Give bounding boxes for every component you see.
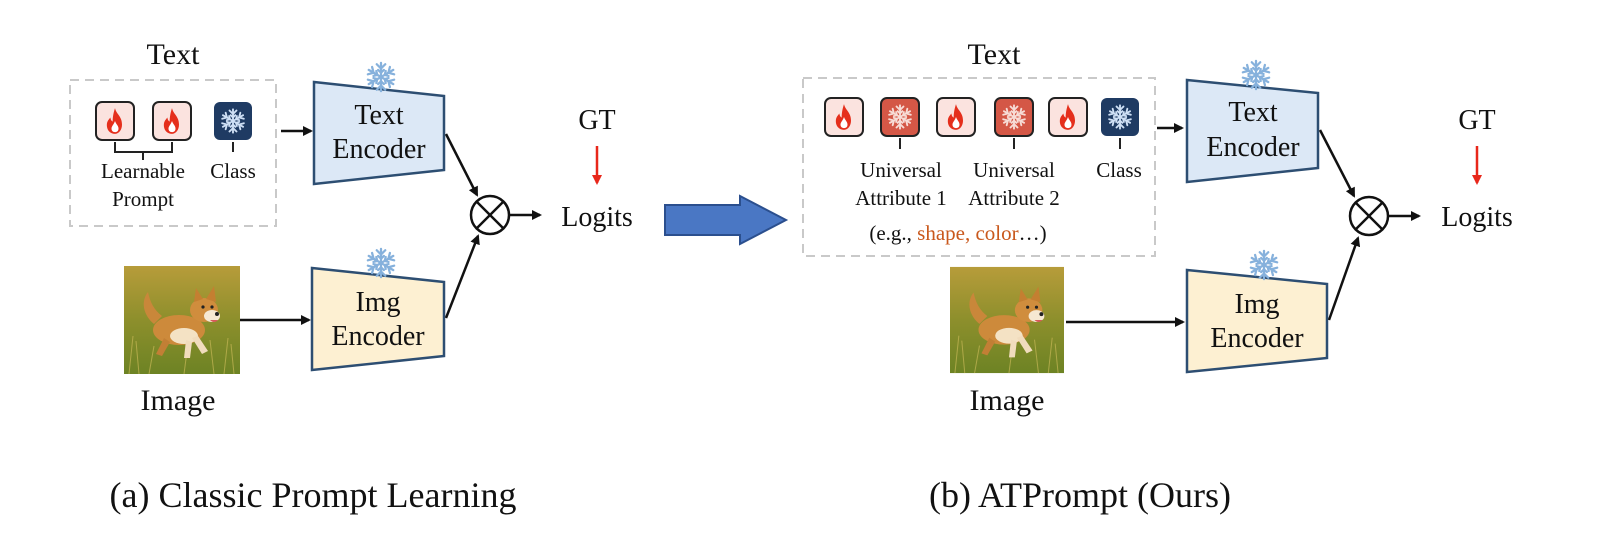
img-encoder: Img Encoder xyxy=(1185,251,1329,374)
learnable-token-2 xyxy=(936,97,976,137)
arrow-image-feature xyxy=(444,234,480,319)
panel-atprompt: Text Universal Attr xyxy=(802,38,1513,515)
learnable-token-1 xyxy=(824,97,864,137)
logits-label: Logits xyxy=(1441,202,1513,233)
circled-times-icon xyxy=(1348,195,1390,237)
svg-text:Img: Img xyxy=(1234,289,1279,320)
arrow-image-feature xyxy=(1327,236,1361,321)
img-encoder: Img Encoder xyxy=(310,249,446,372)
text-input-group xyxy=(802,77,1156,257)
learnable-bracket xyxy=(114,142,173,153)
svg-text:Encoder: Encoder xyxy=(332,134,426,165)
class-label: Class xyxy=(1096,158,1142,182)
arrow-text-feature xyxy=(444,133,479,197)
learnable-prompt-label-line2: Prompt xyxy=(112,187,174,211)
text-encoder: Text Encoder xyxy=(312,63,446,186)
caption-a: (a) Classic Prompt Learning xyxy=(110,475,517,515)
transition-arrow xyxy=(664,194,789,246)
caption-b: (b) ATPrompt (Ours) xyxy=(929,475,1231,515)
learnable-prompt-label-line1: Learnable xyxy=(101,159,185,183)
snowflake-icon xyxy=(1250,251,1279,279)
gt-label: GT xyxy=(578,105,615,136)
arrow-text-feature xyxy=(1318,129,1356,198)
text-encoder: Text Encoder xyxy=(1185,61,1320,184)
learnable-token-2 xyxy=(152,101,192,141)
gt-label: GT xyxy=(1458,105,1495,136)
dog-image xyxy=(124,266,240,374)
image-label: Image xyxy=(141,384,216,417)
svg-text:Text: Text xyxy=(1228,97,1278,128)
attribute-2-label-line2: Attribute 2 xyxy=(968,186,1060,210)
attribute-1-label-line2: Attribute 1 xyxy=(855,186,947,210)
text-input-label: Text xyxy=(147,38,201,71)
attribute-example: (e.g., shape, color…) xyxy=(869,221,1046,245)
dog-image xyxy=(950,266,1064,374)
attribute-1-label-line1: Universal xyxy=(860,158,942,182)
attribute-2-label-line1: Universal xyxy=(973,158,1055,182)
attribute-token-2 xyxy=(994,97,1034,137)
learnable-token-3 xyxy=(1048,97,1088,137)
svg-text:Encoder: Encoder xyxy=(331,321,425,352)
text-input-label: Text xyxy=(968,38,1022,71)
panel-classic-prompt-learning: Text Learnable Prompt Class Text Encoder xyxy=(69,38,633,515)
class-token xyxy=(214,102,252,140)
svg-text:Img: Img xyxy=(355,287,400,318)
class-token xyxy=(1101,98,1139,136)
snowflake-icon xyxy=(367,249,396,277)
svg-text:Encoder: Encoder xyxy=(1210,323,1304,354)
logits-label: Logits xyxy=(561,202,633,233)
image-label: Image xyxy=(970,384,1045,417)
learnable-token-1 xyxy=(95,101,135,141)
circled-times-icon xyxy=(469,194,511,236)
attribute-token-1 xyxy=(880,97,920,137)
svg-text:Encoder: Encoder xyxy=(1206,132,1300,163)
svg-text:Text: Text xyxy=(354,100,404,131)
class-label: Class xyxy=(210,159,256,183)
text-input-group xyxy=(69,79,277,227)
